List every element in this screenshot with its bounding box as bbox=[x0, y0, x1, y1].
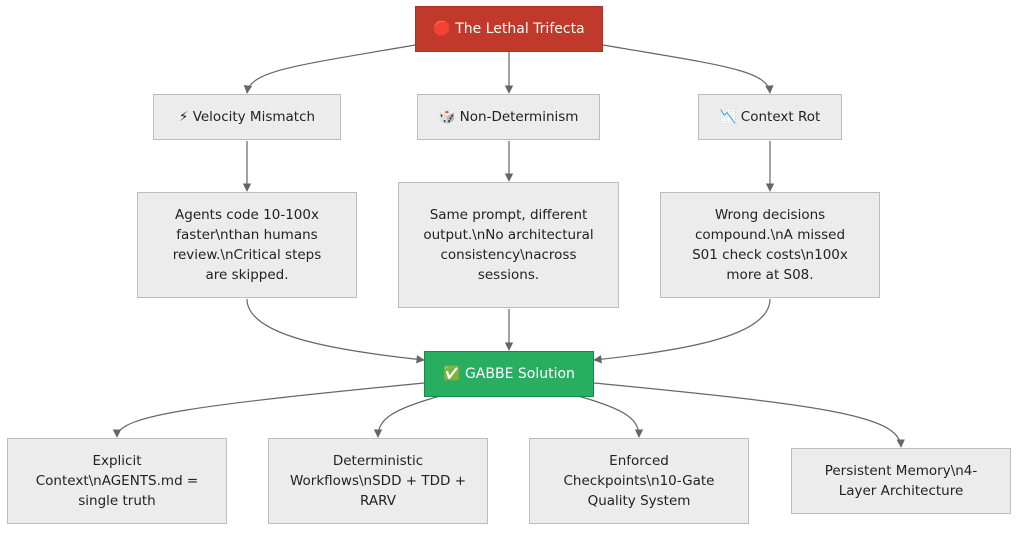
problem-node-context-rot: 📉 Context Rot bbox=[698, 94, 842, 140]
problem-label: 🎲 Non-Determinism bbox=[438, 109, 579, 125]
outcome-text: Explicit Context\nAGENTS.md = single tru… bbox=[35, 453, 199, 509]
outcome-text: Enforced Checkpoints\n10-Gate Quality Sy… bbox=[563, 453, 715, 509]
detail-text: Same prompt, different output.\nNo archi… bbox=[423, 207, 594, 283]
detail-text: Wrong decisions compound.\nA missed S01 … bbox=[692, 207, 848, 283]
root-node-label: 🛑 The Lethal Trifecta bbox=[433, 21, 585, 37]
edge-root-to-context-rot bbox=[602, 44, 774, 94]
outcome-text: Persistent Memory\n4-Layer Architecture bbox=[824, 463, 978, 499]
edge-context-rot-detail-to-solution bbox=[593, 298, 771, 364]
problem-label: ⚡ Velocity Mismatch bbox=[178, 109, 316, 125]
check-icon: ✅ bbox=[443, 366, 461, 382]
solution-node-gabbe: ✅ GABBE Solution bbox=[424, 351, 594, 397]
lightning-icon: ⚡ bbox=[178, 109, 189, 125]
problem-node-non-determinism: 🎲 Non-Determinism bbox=[417, 94, 600, 140]
chart-down-icon: 📉 bbox=[719, 109, 737, 125]
stop-icon: 🛑 bbox=[433, 21, 451, 37]
edge-root-to-velocity bbox=[243, 44, 416, 94]
outcome-node-persistent-memory: Persistent Memory\n4-Layer Architecture bbox=[791, 448, 1011, 514]
problem-node-velocity-mismatch: ⚡ Velocity Mismatch bbox=[153, 94, 341, 140]
edge-velocity-detail-to-solution bbox=[246, 298, 425, 364]
dice-icon: 🎲 bbox=[438, 109, 456, 125]
edge-solution-to-persistent-memory bbox=[593, 382, 905, 448]
detail-node-velocity: Agents code 10-100x faster\nthan humans … bbox=[137, 192, 357, 298]
solution-label: ✅ GABBE Solution bbox=[443, 366, 575, 382]
outcome-text: Deterministic Workflows\nSDD + TDD + RAR… bbox=[289, 453, 467, 509]
outcome-node-enforced-checkpoints: Enforced Checkpoints\n10-Gate Quality Sy… bbox=[529, 438, 749, 524]
outcome-node-deterministic-workflows: Deterministic Workflows\nSDD + TDD + RAR… bbox=[268, 438, 488, 524]
edge-solution-to-explicit-context bbox=[112, 382, 425, 438]
root-node-lethal-trifecta: 🛑 The Lethal Trifecta bbox=[415, 6, 603, 52]
detail-node-context-rot: Wrong decisions compound.\nA missed S01 … bbox=[660, 192, 880, 298]
outcome-node-explicit-context: Explicit Context\nAGENTS.md = single tru… bbox=[7, 438, 227, 524]
edge-solution-to-enforced-checkpoints bbox=[577, 395, 644, 438]
detail-text: Agents code 10-100x faster\nthan humans … bbox=[172, 207, 322, 283]
problem-label: 📉 Context Rot bbox=[719, 109, 821, 125]
detail-node-non-determinism: Same prompt, different output.\nNo archi… bbox=[398, 182, 619, 308]
edge-solution-to-deterministic-workflows bbox=[373, 395, 441, 438]
